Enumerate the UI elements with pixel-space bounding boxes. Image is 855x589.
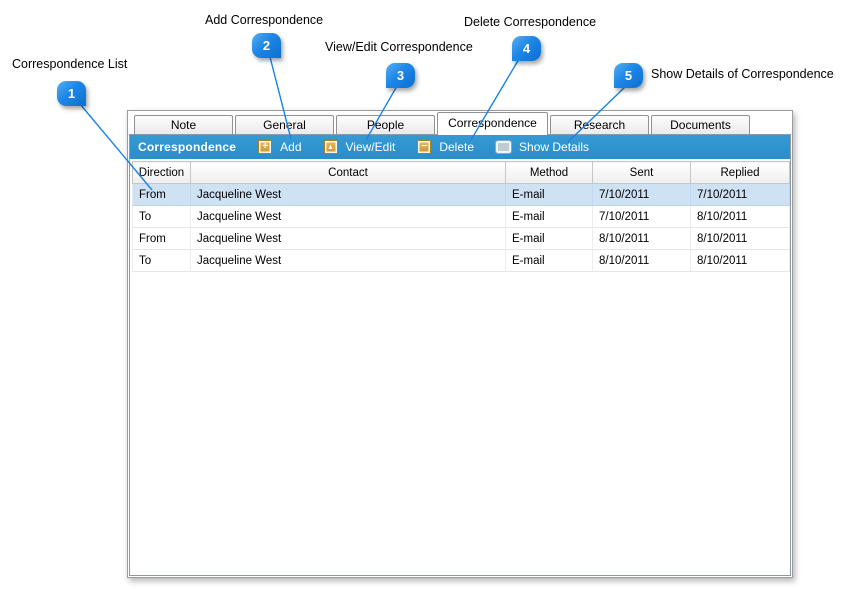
cell-direction: To (132, 205, 191, 228)
tab-research[interactable]: Research (550, 115, 649, 134)
table-row[interactable]: To Jacqueline West E-mail 8/10/2011 8/10… (132, 249, 790, 272)
correspondence-window: Note General People Correspondence Resea… (127, 110, 793, 578)
callout-label-add-correspondence: Add Correspondence (205, 13, 324, 27)
tab-documents[interactable]: Documents (651, 115, 750, 134)
callout-balloon-5: 5 (614, 63, 643, 88)
cell-method: E-mail (505, 205, 593, 228)
tab-page-correspondence: Correspondence + Add ▲ View/Edit − Delet… (129, 134, 791, 576)
tab-strip: Note General People Correspondence Resea… (129, 112, 791, 135)
callout-label-show-details: Show Details of Correspondence (651, 67, 834, 81)
table-row[interactable]: To Jacqueline West E-mail 7/10/2011 8/10… (132, 205, 790, 228)
callout-label-view-edit-correspondence: View/Edit Correspondence (325, 40, 473, 54)
cell-method: E-mail (505, 249, 593, 272)
cell-replied: 7/10/2011 (690, 183, 790, 206)
minus-icon: − (417, 140, 432, 154)
column-header-replied[interactable]: Replied (690, 161, 790, 184)
cell-sent: 8/10/2011 (592, 227, 691, 250)
cell-contact: Jacqueline West (190, 183, 506, 206)
cell-contact: Jacqueline West (190, 249, 506, 272)
table-row[interactable]: From Jacqueline West E-mail 7/10/2011 7/… (132, 183, 790, 206)
callout-label-delete-correspondence: Delete Correspondence (464, 15, 597, 29)
callout-balloon-2: 2 (252, 33, 281, 58)
cell-direction: To (132, 249, 191, 272)
cell-replied: 8/10/2011 (690, 249, 790, 272)
show-details-button-label: Show Details (519, 140, 590, 154)
correspondence-toolbar: Correspondence + Add ▲ View/Edit − Delet… (130, 135, 790, 159)
delete-button-label: Delete (439, 140, 475, 154)
grid-header-row: Direction Contact Method Sent Replied (132, 161, 790, 184)
add-button-label: Add (280, 140, 302, 154)
tab-correspondence[interactable]: Correspondence (437, 112, 548, 135)
table-row[interactable]: From Jacqueline West E-mail 8/10/2011 8/… (132, 227, 790, 250)
add-button[interactable]: + Add (258, 140, 302, 154)
cell-replied: 8/10/2011 (690, 227, 790, 250)
column-header-method[interactable]: Method (505, 161, 593, 184)
cell-sent: 7/10/2011 (592, 183, 691, 206)
callout-balloon-3: 3 (386, 63, 415, 88)
arrow-up-icon: ▲ (323, 140, 338, 154)
column-header-contact[interactable]: Contact (190, 161, 506, 184)
view-edit-button[interactable]: ▲ View/Edit (323, 140, 396, 154)
cell-sent: 8/10/2011 (592, 249, 691, 272)
cell-direction: From (132, 183, 191, 206)
tab-people[interactable]: People (336, 115, 435, 134)
callout-balloon-1: 1 (57, 81, 86, 106)
callout-label-correspondence-list: Correspondence List (12, 57, 128, 71)
correspondence-list: Direction Contact Method Sent Replied Fr… (132, 161, 790, 272)
callout-balloon-4: 4 (512, 36, 541, 61)
cell-method: E-mail (505, 183, 593, 206)
view-edit-button-label: View/Edit (345, 140, 396, 154)
cell-contact: Jacqueline West (190, 227, 506, 250)
cell-replied: 8/10/2011 (690, 205, 790, 228)
tab-general[interactable]: General (235, 115, 334, 134)
toolbar-title: Correspondence (138, 140, 237, 154)
plus-icon: + (258, 140, 273, 154)
delete-button[interactable]: − Delete (417, 140, 474, 154)
monitor-icon (495, 140, 513, 154)
cell-sent: 7/10/2011 (592, 205, 691, 228)
tab-note[interactable]: Note (134, 115, 233, 134)
cell-contact: Jacqueline West (190, 205, 506, 228)
column-header-direction[interactable]: Direction (132, 161, 191, 184)
column-header-sent[interactable]: Sent (592, 161, 691, 184)
show-details-button[interactable]: Show Details (495, 140, 590, 154)
cell-method: E-mail (505, 227, 593, 250)
cell-direction: From (132, 227, 191, 250)
